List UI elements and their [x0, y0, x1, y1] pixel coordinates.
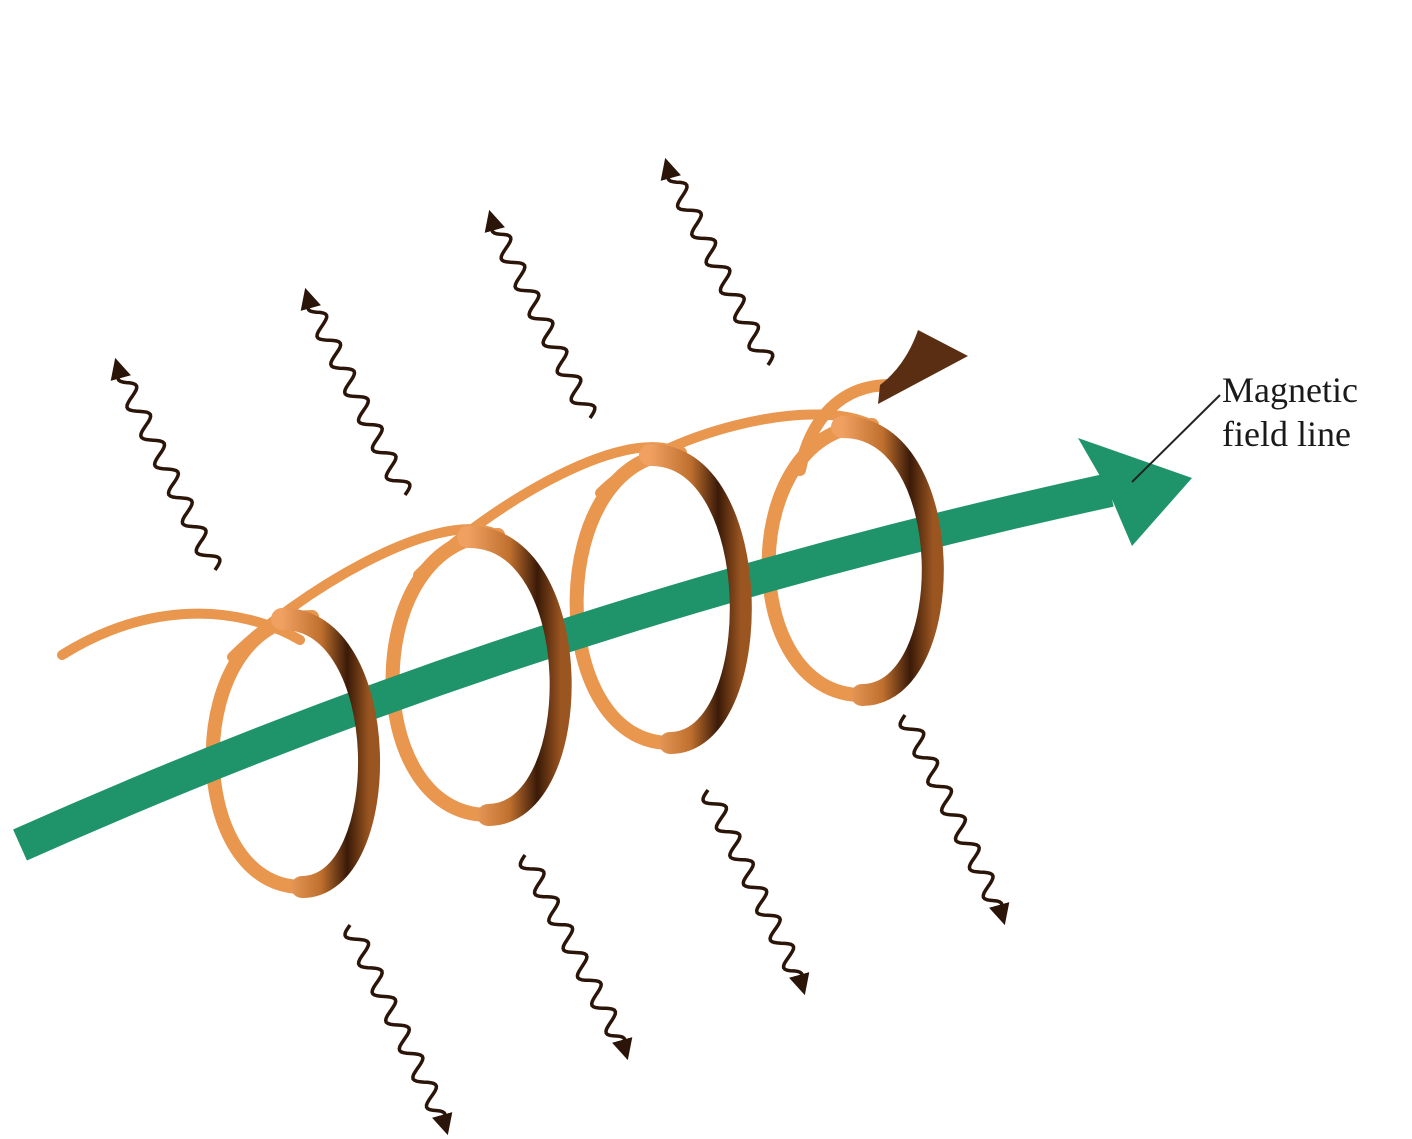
wavy-arrow-down-2	[520, 855, 625, 1050]
field-line-label-line2: field line	[1222, 412, 1358, 456]
wavy-arrow-up-2	[308, 298, 410, 495]
radiation-arrows-lower	[345, 715, 1002, 1125]
label-leader-line	[1132, 395, 1220, 482]
wavy-arrow-up-3	[492, 220, 595, 418]
helix-arrowhead	[878, 330, 968, 404]
wavy-arrow-down-3	[703, 790, 802, 985]
field-line-label-line1: Magnetic	[1222, 368, 1358, 412]
helix-loop-front-1	[282, 619, 369, 887]
wavy-arrow-up-1	[118, 368, 220, 570]
wavy-arrow-down-1	[345, 925, 445, 1125]
wavy-arrow-down-4	[900, 715, 1002, 915]
radiation-arrows-upper	[118, 168, 773, 570]
wavy-arrow-up-4	[668, 168, 773, 365]
field-line-label: Magnetic field line	[1222, 368, 1358, 456]
